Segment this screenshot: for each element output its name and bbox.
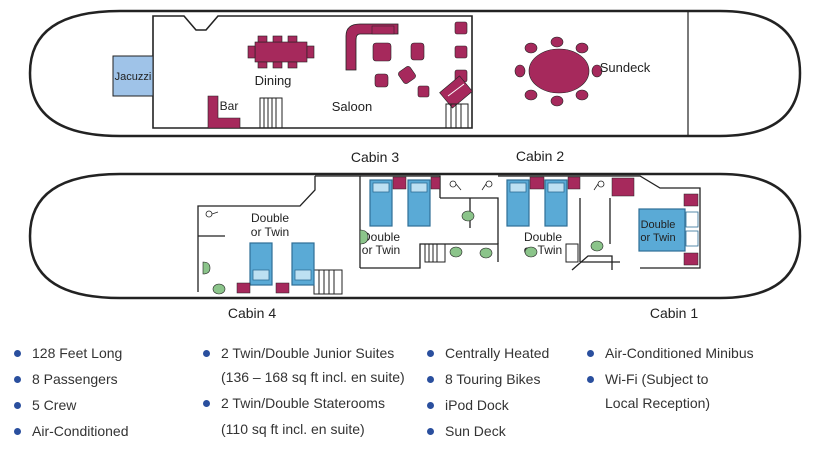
cabin-3-bed-label-line1: Double [362,230,400,244]
cabin-4-beds [236,242,315,294]
dining-table [247,35,315,69]
feature-text: 8 Passengers [32,371,118,387]
feature-text: 2 Twin/Double Junior Suites [221,345,395,361]
lower-hull-outline [28,172,802,300]
saloon-enclosure [152,15,473,129]
bullet-icon [14,375,21,383]
feature-item: Air-Conditioned Minibus [587,345,754,361]
feature-detail-text: (136 – 168 sq ft incl. en suite) [221,369,405,385]
saloon-stairs [445,103,469,129]
feature-text: Centrally Heated [445,345,550,361]
cabin-3-bed-label-line2: or Twin [362,243,400,257]
feature-item: 2 Twin/Double Junior Suites [203,345,394,361]
feature-item: iPod Dock [427,397,509,413]
bullet-icon [427,375,434,383]
feature-item: Sun Deck [427,423,506,439]
deck-plan: Jacuzzi Dining Bar Saloon [28,9,802,321]
bullet-icon [203,349,210,357]
jacuzzi-label: Jacuzzi [115,71,152,83]
feature-item: Centrally Heated [427,345,549,361]
upper-stairs [259,97,283,129]
feature-item: Wi-Fi (Subject to [587,371,708,387]
cabin-2-bed-label-line1: Double [524,230,562,244]
bullet-icon [427,427,434,435]
upper-deck: Jacuzzi Dining Bar Saloon [28,9,802,138]
feature-detail-text: Local Reception) [605,395,711,411]
lower-stairs [313,243,579,295]
bullet-icon [427,401,434,409]
jacuzzi [112,55,154,97]
lower-deck: Double or Twin Double or Twin Double or … [28,172,802,300]
piano [439,75,473,109]
feature-detail: (136 – 168 sq ft incl. en suite) [221,369,405,385]
feature-text: Wi-Fi (Subject to [605,371,709,387]
bullet-icon [587,375,594,383]
bullet-icon [427,349,434,357]
sundeck-label: Sundeck [600,60,651,75]
saloon-wall-chairs [454,21,468,83]
cabin-3-label: Cabin 3 [351,149,399,165]
saloon-label: Saloon [332,99,372,114]
bullet-icon [203,399,210,407]
feature-text: 8 Touring Bikes [445,371,541,387]
feature-text: Air-Conditioned [32,423,129,439]
feature-text: Air-Conditioned Minibus [605,345,754,361]
bullet-icon [14,427,21,435]
feature-detail: Local Reception) [605,395,710,411]
feature-text: iPod Dock [445,397,509,413]
sundeck-table [514,36,603,107]
feature-detail-text: (110 sq ft incl. en suite) [221,421,365,437]
cabin-1-bed [638,193,699,266]
feature-item: 2 Twin/Double Staterooms [203,395,385,411]
feature-text: 5 Crew [32,397,77,413]
saloon-armchairs [372,42,430,98]
feature-text: Sun Deck [445,423,506,439]
cabin-1-label: Cabin 1 [650,305,698,321]
cabin-4-label: Cabin 4 [228,305,276,321]
cabin-4-bed-label-line2: or Twin [251,225,289,239]
cabin-3-beds [369,176,441,227]
feature-item: 128 Feet Long [14,345,122,361]
dining-label: Dining [255,73,292,88]
feature-item: 5 Crew [14,397,76,413]
cabin-4-bed-label-line1: Double [251,211,289,225]
feature-item: 8 Touring Bikes [427,371,540,387]
bullet-icon [14,401,21,409]
bar-label: Bar [220,99,239,113]
cabin-1-bed-label-line1: Double [641,219,676,231]
feature-item: Air-Conditioned [14,423,129,439]
bar-counter [207,95,241,129]
bullet-icon [14,349,21,357]
sofa-cushion [371,25,395,35]
feature-item: 8 Passengers [14,371,118,387]
shower-heads [205,180,605,218]
bathroom-fixtures [202,210,604,295]
cabin-2-label: Cabin 2 [516,148,564,164]
upper-hull-outline [28,9,802,138]
feature-text: 128 Feet Long [32,345,123,361]
cabin-1-bed-label-line2: or Twin [640,232,675,244]
cabin-2-beds [506,176,635,227]
bullet-icon [587,349,594,357]
feature-detail: (110 sq ft incl. en suite) [221,421,365,437]
feature-text: 2 Twin/Double Staterooms [221,395,385,411]
